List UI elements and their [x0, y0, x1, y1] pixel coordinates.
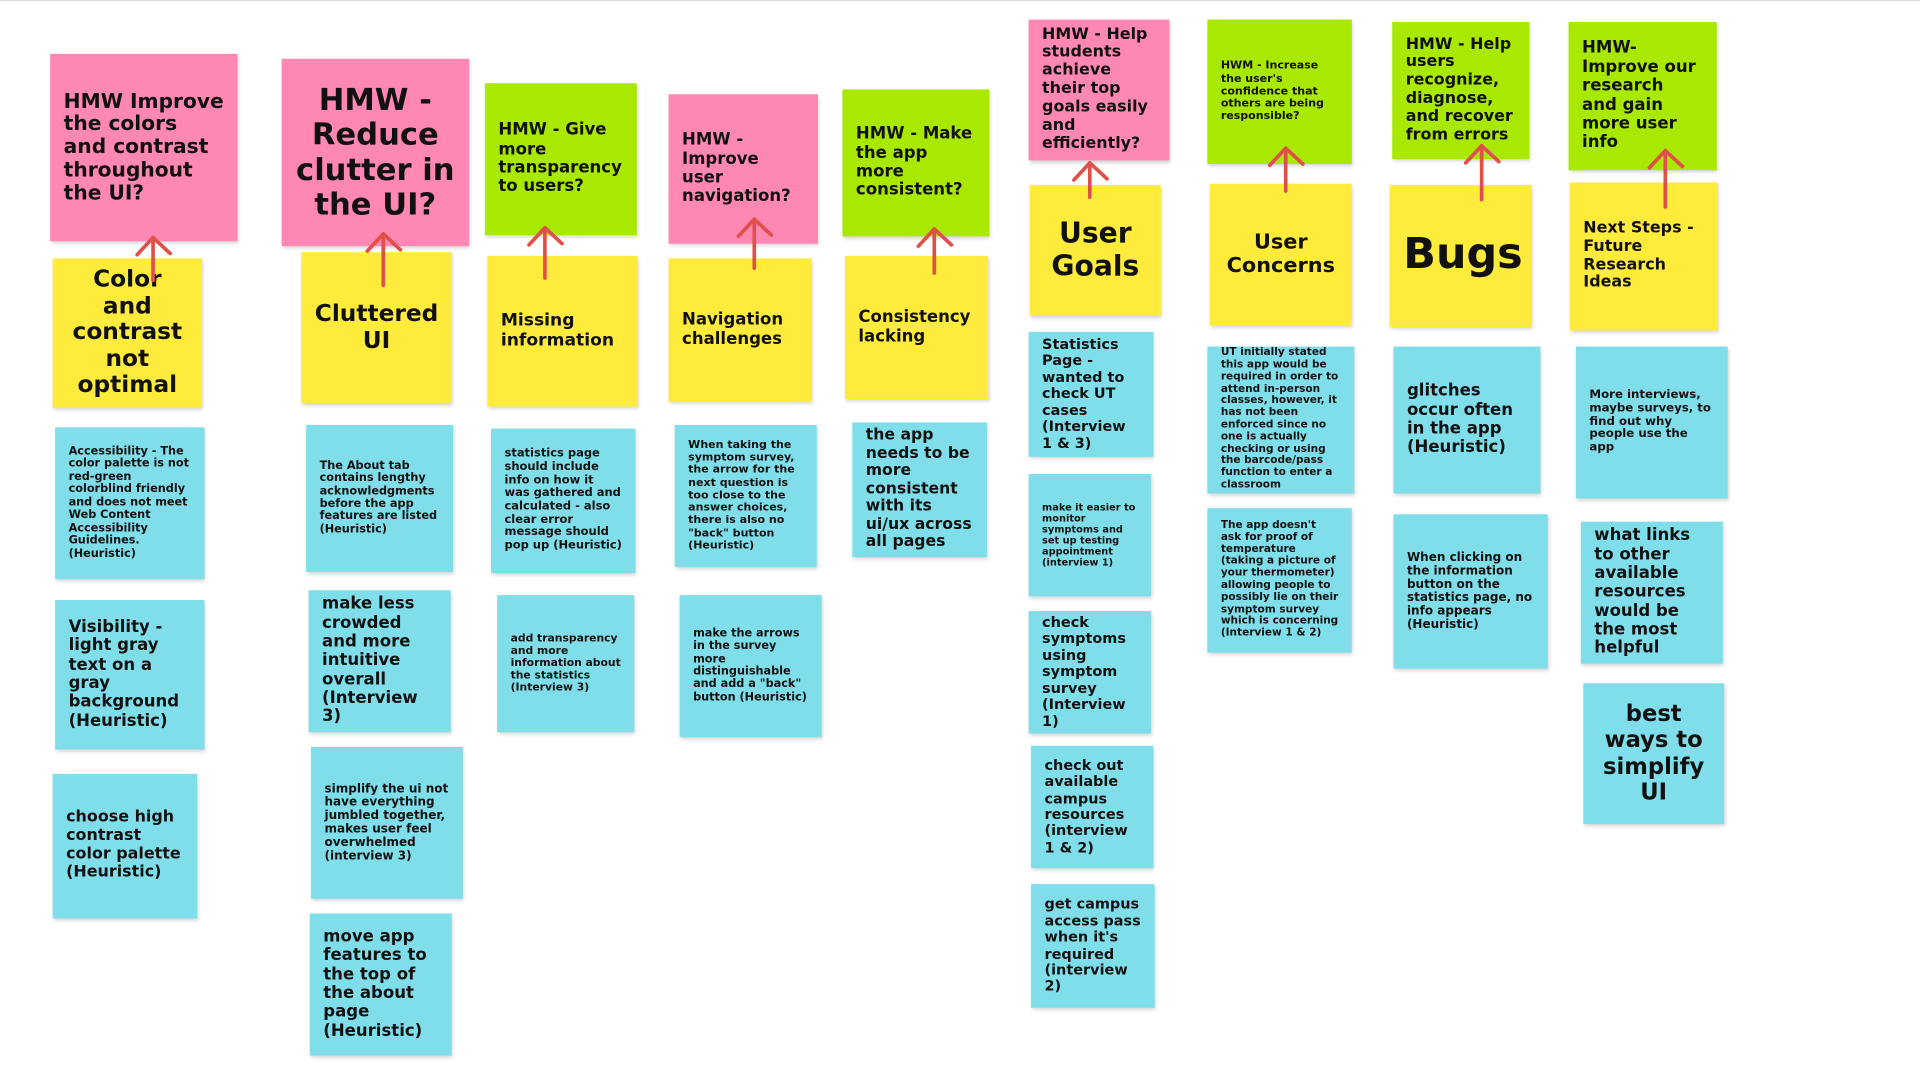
sticky-note-yellow[interactable]: Consistency lacking: [844, 255, 989, 400]
sticky-note-blue[interactable]: best ways to simplify UI: [1583, 683, 1725, 825]
note-text: choose high contrast color palette (Heur…: [66, 808, 181, 882]
note-text: Visibility - light gray text on a gray b…: [68, 616, 180, 731]
note-text: The app doesn't ask for proof of tempera…: [1220, 519, 1339, 640]
sticky-note-yellow[interactable]: User Concerns: [1209, 183, 1352, 326]
note-text: move app features to the top of the abou…: [323, 926, 427, 1041]
sticky-note-yellow[interactable]: Bugs: [1389, 184, 1532, 327]
note-text: Navigation challenges: [682, 309, 784, 349]
note-text: The About tab contains lengthy acknowled…: [319, 458, 438, 537]
sticky-note-yellow[interactable]: User Goals: [1029, 184, 1161, 316]
note-text: Accessibility - The color palette is not…: [68, 444, 190, 561]
note-text: make less crowded and more intuitive ove…: [322, 594, 418, 727]
sticky-note-blue[interactable]: move app features to the top of the abou…: [309, 913, 452, 1056]
sticky-note-blue[interactable]: make it easier to monitor symptoms and s…: [1028, 473, 1152, 597]
note-text: User Concerns: [1226, 229, 1335, 278]
sticky-note-blue[interactable]: More interviews, maybe surveys, to find …: [1575, 346, 1728, 499]
note-text: make the arrows in the survey more disti…: [693, 626, 807, 705]
note-text: glitches occur often in the app (Heurist…: [1406, 381, 1514, 458]
note-text: Bugs: [1403, 230, 1523, 280]
sticky-note-blue[interactable]: check symptoms using symptom survey (Int…: [1028, 611, 1152, 734]
sticky-note-green[interactable]: HMW - Help users recognize, diagnose, an…: [1392, 22, 1530, 160]
note-text: Color and contrast not optimal: [72, 265, 183, 399]
note-text: HMW - Help students achieve their top go…: [1042, 25, 1148, 153]
note-text: Consistency lacking: [858, 307, 971, 346]
note-text: UT initially stated this app would be re…: [1220, 346, 1339, 492]
sticky-note-blue[interactable]: choose high contrast color palette (Heur…: [52, 773, 198, 919]
sticky-note-blue[interactable]: Accessibility - The color palette is not…: [55, 427, 205, 580]
note-text: When clicking on the information button …: [1406, 550, 1533, 633]
sticky-note-pink[interactable]: HMW Improve the colors and contrast thro…: [50, 53, 238, 242]
note-text: best ways to simplify UI: [1603, 702, 1705, 806]
note-text: check out available campus resources (in…: [1044, 756, 1128, 856]
sticky-note-blue[interactable]: Statistics Page - wanted to check UT cas…: [1028, 331, 1154, 457]
note-text: When taking the symptom survey, the arro…: [688, 439, 795, 553]
note-text: what links to other available resources …: [1594, 525, 1691, 659]
note-text: HMW - Make the app more consistent?: [855, 123, 973, 201]
note-text: Next Steps - Future Research Ideas: [1583, 219, 1694, 292]
note-text: More interviews, maybe surveys, to find …: [1589, 387, 1712, 455]
sticky-note-blue[interactable]: make less crowded and more intuitive ove…: [308, 590, 451, 733]
sticky-note-yellow[interactable]: Next Steps - Future Research Ideas: [1569, 182, 1718, 331]
note-text: HMW - Give more transparency to users?: [498, 120, 622, 197]
sticky-note-blue[interactable]: get campus access pass when it's require…: [1031, 884, 1155, 1008]
sticky-note-green[interactable]: HMW - Make the app more consistent?: [842, 89, 990, 237]
note-text: Missing information: [500, 310, 615, 350]
note-text: check symptoms using symptom survey (Int…: [1042, 613, 1126, 730]
sticky-note-green[interactable]: HWM - Increase the user's confidence tha…: [1207, 19, 1352, 165]
note-text: simplify the ui not have everything jumb…: [324, 781, 449, 864]
sticky-note-pink[interactable]: HMW - Help students achieve their top go…: [1028, 19, 1170, 161]
sticky-note-blue[interactable]: The app doesn't ask for proof of tempera…: [1207, 508, 1352, 653]
sticky-note-blue[interactable]: the app needs to be more consistent with…: [852, 422, 987, 558]
note-text: add transparency and more information ab…: [510, 633, 621, 695]
note-text: get campus access pass when it's require…: [1044, 895, 1141, 995]
sticky-note-blue[interactable]: When taking the symptom survey, the arro…: [674, 424, 817, 567]
sticky-note-blue[interactable]: statistics page should include info on h…: [491, 428, 636, 574]
note-text: make it easier to monitor symptoms and s…: [1042, 501, 1136, 569]
sticky-note-blue[interactable]: add transparency and more information ab…: [497, 595, 635, 733]
sticky-note-pink[interactable]: HMW - Improve user navigation?: [668, 94, 818, 244]
sticky-note-blue[interactable]: When clicking on the information button …: [1393, 514, 1548, 669]
note-text: the app needs to be more consistent with…: [865, 426, 972, 552]
sticky-note-blue[interactable]: what links to other available resources …: [1580, 521, 1723, 664]
note-text: statistics page should include info on h…: [504, 447, 622, 553]
note-text: HMW - Reduce clutter in the UI?: [296, 81, 455, 222]
sticky-note-yellow[interactable]: Cluttered UI: [301, 252, 452, 403]
note-text: Cluttered UI: [314, 299, 439, 354]
note-text: User Goals: [1051, 218, 1140, 283]
sticky-note-blue[interactable]: check out available campus resources (in…: [1031, 745, 1154, 869]
sticky-note-blue[interactable]: glitches occur often in the app (Heurist…: [1393, 346, 1541, 494]
note-text: HMW - Improve user navigation?: [682, 130, 791, 207]
note-text: HWM - Increase the user's confidence tha…: [1220, 60, 1324, 123]
sticky-note-yellow[interactable]: Missing information: [487, 255, 638, 407]
sticky-note-blue[interactable]: UT initially stated this app would be re…: [1207, 346, 1355, 494]
note-text: HMW- Improve our research and gain more …: [1582, 38, 1696, 153]
note-text: Statistics Page - wanted to check UT cas…: [1042, 335, 1126, 452]
sticky-note-blue[interactable]: make the arrows in the survey more disti…: [679, 595, 822, 738]
sticky-note-blue[interactable]: simplify the ui not have everything jumb…: [311, 746, 463, 899]
sticky-note-yellow[interactable]: Color and contrast not optimal: [52, 258, 203, 408]
note-text: HMW Improve the colors and contrast thro…: [63, 88, 224, 205]
sticky-note-yellow[interactable]: Navigation challenges: [668, 258, 812, 402]
sticky-note-blue[interactable]: Visibility - light gray text on a gray b…: [55, 600, 205, 750]
note-text: HMW - Help users recognize, diagnose, an…: [1405, 34, 1513, 145]
sticky-note-pink[interactable]: HMW - Reduce clutter in the UI?: [281, 58, 469, 247]
sticky-note-green[interactable]: HMW- Improve our research and gain more …: [1568, 22, 1717, 171]
sticky-note-blue[interactable]: The About tab contains lengthy acknowled…: [306, 424, 454, 572]
sticky-note-green[interactable]: HMW - Give more transparency to users?: [484, 83, 637, 236]
